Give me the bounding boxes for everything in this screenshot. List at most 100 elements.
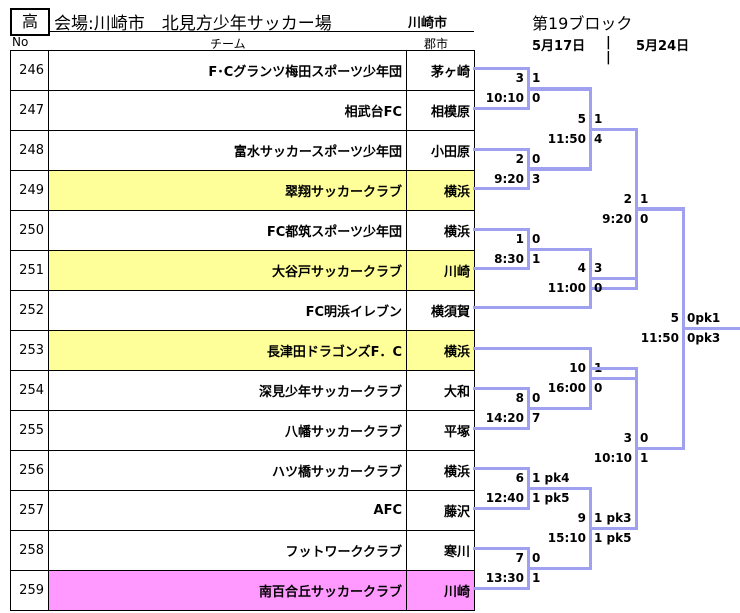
bracket-line bbox=[473, 228, 530, 231]
team-city: 川崎 bbox=[406, 570, 475, 611]
match-time: 15:10 bbox=[547, 531, 586, 545]
team-number: 251 bbox=[10, 250, 49, 291]
team-name: 翠翔サッカークラブ bbox=[48, 170, 407, 211]
match-number: 4 bbox=[577, 261, 586, 275]
team-name: 長津田ドラゴンズF．C bbox=[48, 330, 407, 371]
match-number: 2 bbox=[515, 152, 524, 166]
team-city: 平塚 bbox=[406, 410, 475, 451]
team-number: 249 bbox=[10, 170, 49, 211]
team-name: F･Cグランツ梅田スポーツ少年団 bbox=[48, 50, 407, 91]
date-round1: 5月17日 bbox=[532, 39, 586, 54]
team-number: 250 bbox=[10, 210, 49, 251]
score-top: 0 bbox=[640, 431, 649, 445]
score-bottom: 0 bbox=[594, 381, 603, 395]
score-bottom: 3 bbox=[532, 172, 541, 186]
team-number: 253 bbox=[10, 330, 49, 371]
match-number: 6 bbox=[515, 471, 524, 485]
score-top: 0 bbox=[532, 152, 541, 166]
bracket-line bbox=[635, 207, 685, 210]
match-time: 10:10 bbox=[485, 91, 524, 105]
match-time: 10:10 bbox=[593, 451, 632, 465]
team-city: 川崎 bbox=[406, 250, 475, 291]
bracket-line bbox=[473, 267, 530, 270]
score-top: 1 pk4 bbox=[532, 471, 570, 485]
team-city: 横浜 bbox=[406, 210, 475, 251]
bracket-line bbox=[473, 427, 530, 430]
bracket-line bbox=[473, 306, 592, 309]
score-bottom: 1 bbox=[532, 571, 541, 585]
bracket-line bbox=[473, 107, 530, 110]
team-city: 茅ヶ崎 bbox=[406, 50, 475, 91]
team-number: 247 bbox=[10, 90, 49, 131]
bracket-line bbox=[589, 527, 638, 530]
score-top: 3 bbox=[594, 261, 603, 275]
team-name: 相武台FC bbox=[48, 90, 407, 131]
bracket-line bbox=[527, 407, 592, 410]
match-time: 13:30 bbox=[485, 571, 524, 585]
match-time: 9:20 bbox=[602, 212, 632, 226]
score-top: 0 bbox=[532, 551, 541, 565]
bracket-line bbox=[589, 277, 638, 280]
bracket-line bbox=[527, 88, 592, 91]
bracket-line bbox=[473, 67, 530, 70]
score-top: 0 bbox=[532, 391, 541, 405]
date-separator: | bbox=[606, 50, 611, 65]
score-top: 1 bbox=[594, 112, 603, 126]
team-name: AFC bbox=[48, 490, 407, 531]
match-time: 16:00 bbox=[547, 381, 586, 395]
team-city: 横須賀 bbox=[406, 290, 475, 331]
team-name: 深見少年サッカークラブ bbox=[48, 370, 407, 411]
team-number: 259 bbox=[10, 570, 49, 611]
bracket-line bbox=[473, 387, 530, 390]
team-number: 257 bbox=[10, 490, 49, 531]
bracket-line bbox=[589, 377, 638, 380]
bracket-line bbox=[473, 507, 530, 510]
bracket-line bbox=[527, 567, 592, 570]
score-bottom: 0 bbox=[532, 91, 541, 105]
match-number: 9 bbox=[577, 511, 586, 525]
bracket-line bbox=[473, 547, 530, 550]
bracket-line bbox=[473, 587, 530, 590]
match-number: 2 bbox=[623, 192, 632, 206]
col-team-header: チーム bbox=[210, 37, 246, 51]
host-city: 川崎市 bbox=[408, 16, 448, 31]
score-top: 1 pk3 bbox=[594, 511, 632, 525]
bracket-line bbox=[589, 128, 638, 131]
match-time: 11:50 bbox=[547, 132, 586, 146]
bracket-line bbox=[589, 287, 638, 290]
bracket-line bbox=[527, 487, 592, 490]
match-number: 5 bbox=[670, 311, 679, 325]
category-box: 高 bbox=[10, 8, 50, 36]
venue-title: 会場:川崎市 北見方少年サッカー場 bbox=[54, 14, 332, 34]
team-number: 252 bbox=[10, 290, 49, 331]
team-name: 大谷戸サッカークラブ bbox=[48, 250, 407, 291]
team-number: 255 bbox=[10, 410, 49, 451]
team-city: 寒川 bbox=[406, 530, 475, 571]
block-title: 第19ブロック bbox=[532, 14, 633, 33]
match-number: 7 bbox=[515, 551, 524, 565]
score-bottom: 4 bbox=[594, 132, 603, 146]
team-name: 八幡サッカークラブ bbox=[48, 410, 407, 451]
match-time: 11:50 bbox=[640, 331, 679, 345]
team-name: ハツ橋サッカークラブ bbox=[48, 450, 407, 491]
date-round2: 5月24日 bbox=[636, 39, 690, 54]
bracket-line bbox=[635, 447, 685, 450]
match-number: 3 bbox=[623, 431, 632, 445]
team-number: 256 bbox=[10, 450, 49, 491]
score-bottom: 1 bbox=[532, 252, 541, 266]
match-number: 8 bbox=[515, 391, 524, 405]
score-bottom: 0pk3 bbox=[687, 331, 721, 345]
team-number: 258 bbox=[10, 530, 49, 571]
bracket-line bbox=[473, 148, 530, 151]
